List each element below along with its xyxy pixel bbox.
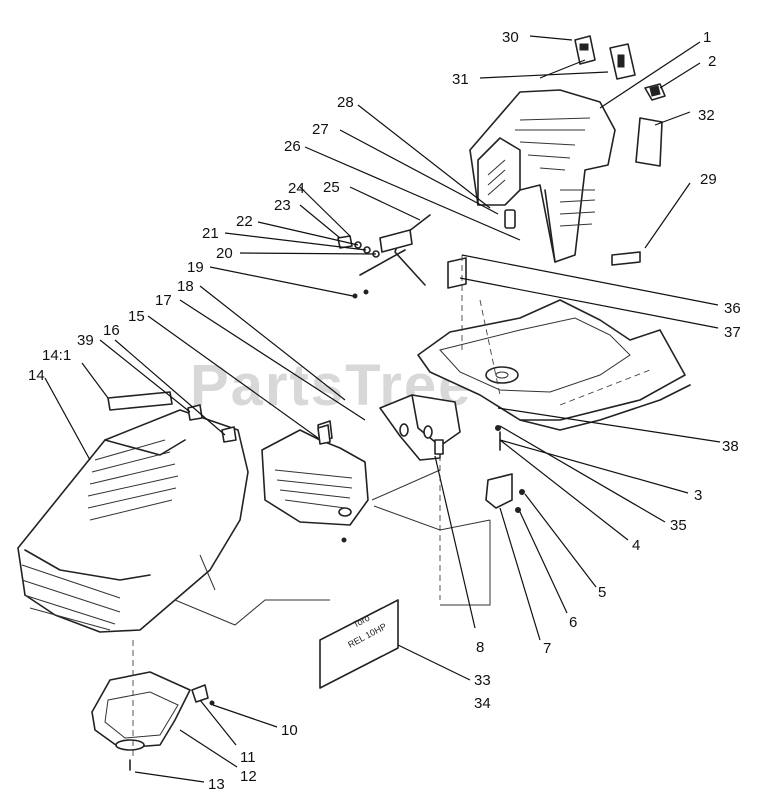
decal-32 [635,117,663,167]
callout-38: 38 [722,438,739,455]
callout-21: 21 [202,225,219,242]
callout-31: 31 [452,71,469,88]
callout-25: 25 [323,179,340,196]
leader-lines [44,35,721,783]
callout-15: 15 [128,308,145,325]
callout-14-1: 14:1 [42,347,71,364]
callout-10: 10 [281,722,298,739]
callout-28: 28 [337,94,354,111]
callout-16: 16 [103,322,120,339]
callout-4: 4 [632,537,640,554]
callout-19: 19 [187,259,204,276]
callout-20: 20 [216,245,233,262]
bolt-6 [515,507,521,513]
callout-17: 17 [155,292,172,309]
callout-39: 39 [77,332,94,349]
dash-console [469,89,616,263]
callout-18: 18 [177,278,194,295]
callout-29: 29 [700,171,717,188]
fender-footpan [417,299,691,431]
callout-30: 30 [502,29,519,46]
callout-37: 37 [724,324,741,341]
callout-27: 27 [312,121,329,138]
throttle-linkage [337,214,431,299]
callout-6: 6 [569,614,577,631]
grille-assembly [261,420,369,543]
callout-13: 13 [208,776,225,793]
steering-support-bracket [379,394,461,461]
callout-35: 35 [670,517,687,534]
tray-12 [91,640,215,771]
callout-26: 26 [284,138,301,155]
nut-35 [495,425,501,431]
callout-36: 36 [724,300,741,317]
callout-12: 12 [240,768,257,785]
callout-14: 14 [28,367,45,384]
callout-8: 8 [476,639,484,656]
bracket-36 [447,257,467,289]
callout-labels: 30 1 2 31 28 32 27 26 29 24 25 23 22 21 … [28,29,741,793]
callout-5: 5 [598,584,606,601]
bracket-7 [485,473,513,509]
callout-23: 23 [274,197,291,214]
callout-22: 22 [236,213,253,230]
decal-29 [611,251,641,266]
callout-2: 2 [708,53,716,70]
callout-32: 32 [698,107,715,124]
callout-7: 7 [543,640,551,657]
callout-3: 3 [694,487,702,504]
hood [17,391,331,633]
hood-strip-14-1 [107,391,173,411]
callout-33: 33 [474,672,491,689]
bolt-5 [519,489,525,495]
decal-33-34: Toro REL 10HP [319,599,399,689]
callout-11: 11 [240,749,256,766]
callout-1: 1 [703,29,711,46]
callout-24: 24 [288,180,305,197]
callout-34: 34 [474,695,491,712]
